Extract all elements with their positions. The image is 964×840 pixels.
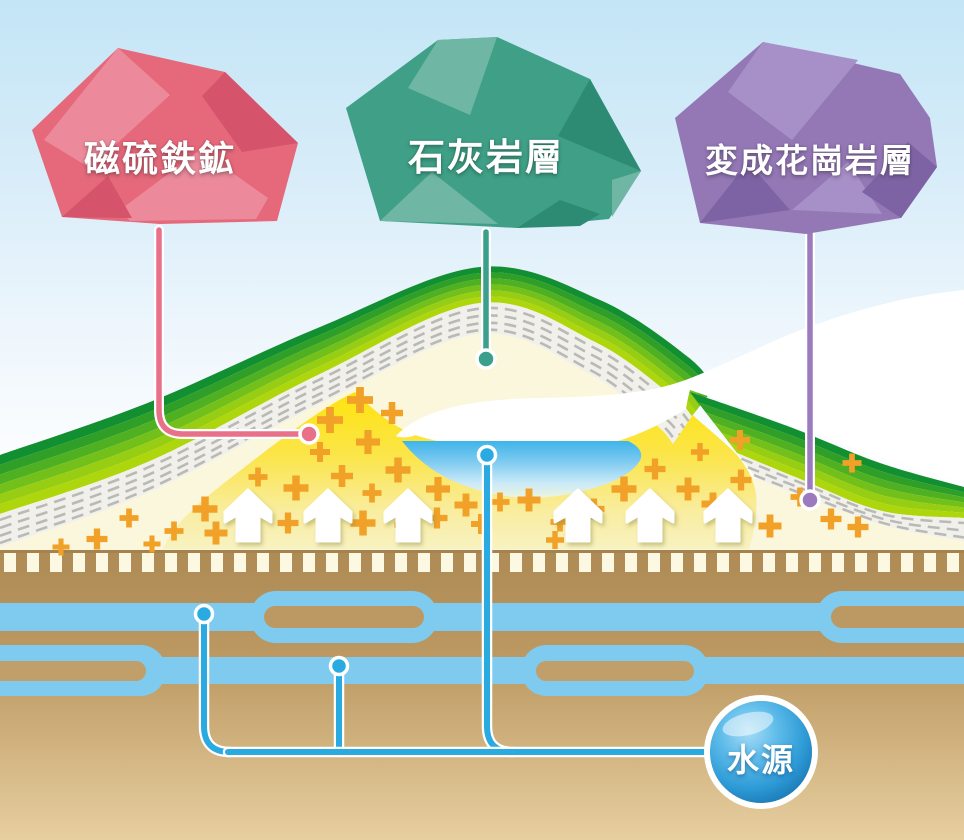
up-arrow-icon xyxy=(383,488,433,543)
mineralization-plus-marks xyxy=(52,387,869,556)
up-arrow-icon xyxy=(703,488,753,543)
grass-surface-band-right xyxy=(690,392,964,518)
plus-icon xyxy=(471,514,491,534)
plus-icon xyxy=(248,467,268,487)
subsoil-dashed-band-right xyxy=(737,453,964,541)
plus-icon xyxy=(277,512,299,534)
plus-icon xyxy=(644,458,666,480)
plus-icon xyxy=(350,510,376,536)
pointer-dot xyxy=(193,603,215,625)
water-source-badge xyxy=(704,695,818,809)
plus-icon xyxy=(52,538,70,556)
plus-icon xyxy=(611,476,637,502)
water-source-label: 水源 xyxy=(726,742,795,778)
plus-icon xyxy=(381,402,404,425)
plus-icon xyxy=(847,516,869,538)
sphere-highlight xyxy=(722,711,774,737)
plus-icon xyxy=(164,521,184,541)
up-arrow-icon xyxy=(303,488,353,543)
plus-icon xyxy=(347,387,373,413)
plus-icon xyxy=(192,496,218,522)
plus-icon xyxy=(546,531,564,549)
up-arrow-icon xyxy=(223,488,273,543)
plus-icon xyxy=(550,512,570,532)
plus-icon xyxy=(310,442,330,462)
metamorphic-granite-label: 変成花崗岩層 xyxy=(705,142,915,179)
plus-icon xyxy=(691,443,709,461)
plus-icon xyxy=(820,508,842,530)
limestone-rock xyxy=(346,37,641,228)
pointer-dot xyxy=(475,348,497,370)
plus-icon xyxy=(283,475,309,501)
plus-icon xyxy=(331,465,354,488)
upflow-arrows xyxy=(223,488,753,543)
plus-icon xyxy=(517,488,541,512)
plus-icon xyxy=(676,477,700,501)
cavity-water xyxy=(402,441,642,499)
plus-icon xyxy=(317,407,343,433)
pyrrhotite-label: 磁硫鉄鉱 xyxy=(83,138,236,179)
up-arrow-icon xyxy=(625,488,675,543)
plus-icon xyxy=(119,508,139,528)
bedrock-hatch-band xyxy=(4,553,959,572)
pointer-dot xyxy=(298,423,320,445)
plus-icon xyxy=(730,469,752,491)
plus-icon xyxy=(362,483,382,503)
pointer-lines xyxy=(154,225,821,758)
pyrrhotite-rock xyxy=(32,48,298,224)
cavity-and-swoosh xyxy=(396,290,964,482)
plus-icon xyxy=(385,457,411,483)
plus-icon xyxy=(454,493,478,517)
plus-icon xyxy=(730,430,750,450)
plus-icon xyxy=(86,528,108,550)
pointer-dot xyxy=(476,444,498,466)
plus-icon xyxy=(143,535,161,553)
plus-icon xyxy=(758,514,782,538)
limestone-label: 石灰岩層 xyxy=(408,137,564,178)
pointer-dot xyxy=(328,655,350,677)
metamorphic-granite-rock xyxy=(675,42,937,234)
up-arrow-icon xyxy=(553,488,603,543)
plus-icon xyxy=(356,430,380,454)
plus-icon xyxy=(490,492,510,512)
plus-icon xyxy=(426,477,450,501)
plus-icon xyxy=(204,521,228,545)
plus-icon xyxy=(426,507,448,529)
pointer-dot xyxy=(799,489,821,511)
plus-icon xyxy=(842,453,862,473)
